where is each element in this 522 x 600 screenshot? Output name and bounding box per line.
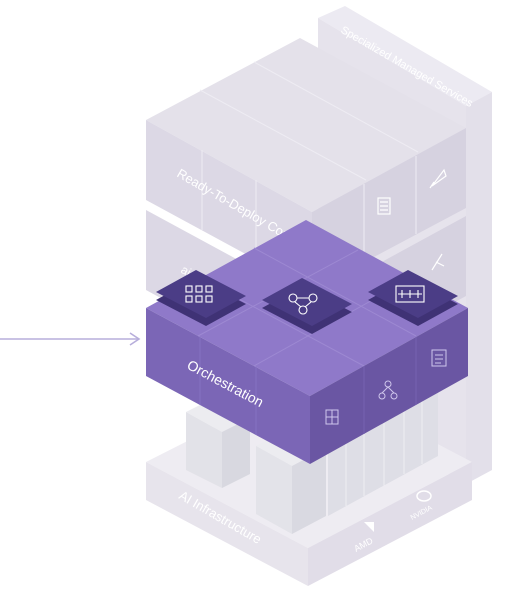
pipeline-board-icon <box>395 285 425 303</box>
side-grid-icon <box>325 409 339 425</box>
rocket-icon <box>429 168 447 189</box>
workflow-grid-icon <box>185 285 213 303</box>
data-stack-icon <box>377 197 391 215</box>
incoming-arrow <box>0 332 141 346</box>
workflow-key <box>156 270 246 326</box>
tree-icon-front <box>378 380 398 400</box>
gear-key <box>262 278 352 334</box>
pipeline-key <box>368 270 458 326</box>
tree-nodes-icon <box>431 253 445 271</box>
orchestration-block: Orchestration <box>146 220 468 464</box>
dashboard-icon <box>431 349 447 367</box>
gear-network-icon <box>288 293 318 315</box>
